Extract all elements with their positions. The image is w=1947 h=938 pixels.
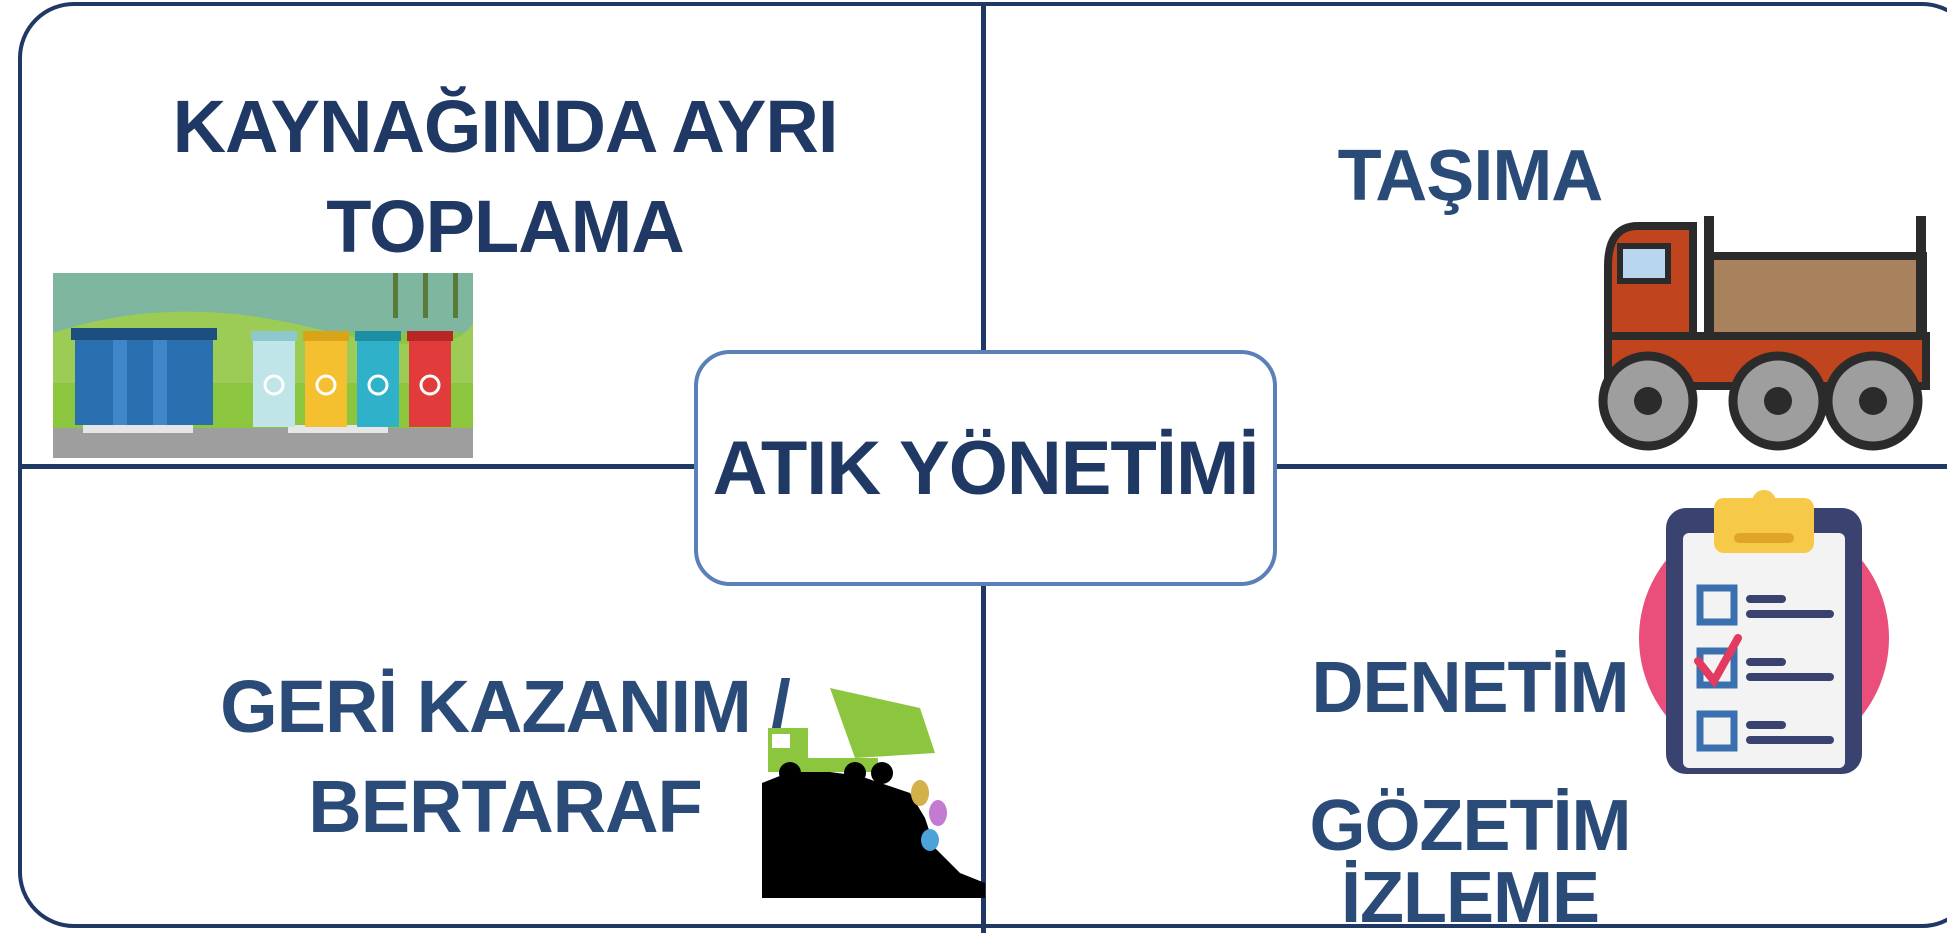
- label-recovery-disposal-line1: GERİ KAZANIM /: [220, 665, 791, 748]
- label-transport: TAŞIMA: [1337, 136, 1604, 216]
- horizontal-divider-left: [18, 464, 698, 469]
- label-separate-collection-line2: TOPLAMA: [326, 185, 685, 268]
- label-inspection: DENETİM: [1311, 648, 1630, 728]
- truck-icon: [1598, 216, 1930, 451]
- horizontal-divider-right: [1276, 464, 1947, 469]
- label-recovery-disposal-line2: BERTARAF: [308, 765, 702, 848]
- label-separate-collection-line1: KAYNAĞINDA AYRI: [172, 85, 839, 168]
- label-recovery-disposal: GERİ KAZANIM / BERTARAF: [210, 670, 800, 844]
- dump-truck-landfill-icon: [762, 688, 985, 898]
- recycling-bins-icon: [53, 273, 473, 458]
- label-separate-collection: KAYNAĞINDA AYRI TOPLAMA: [170, 90, 840, 264]
- checklist-clipboard-icon: [1639, 490, 1889, 774]
- center-box: ATIK YÖNETİMİ: [694, 350, 1277, 586]
- center-title: ATIK YÖNETİMİ: [712, 425, 1260, 511]
- label-monitoring: GÖZETİM İZLEME: [1309, 786, 1632, 938]
